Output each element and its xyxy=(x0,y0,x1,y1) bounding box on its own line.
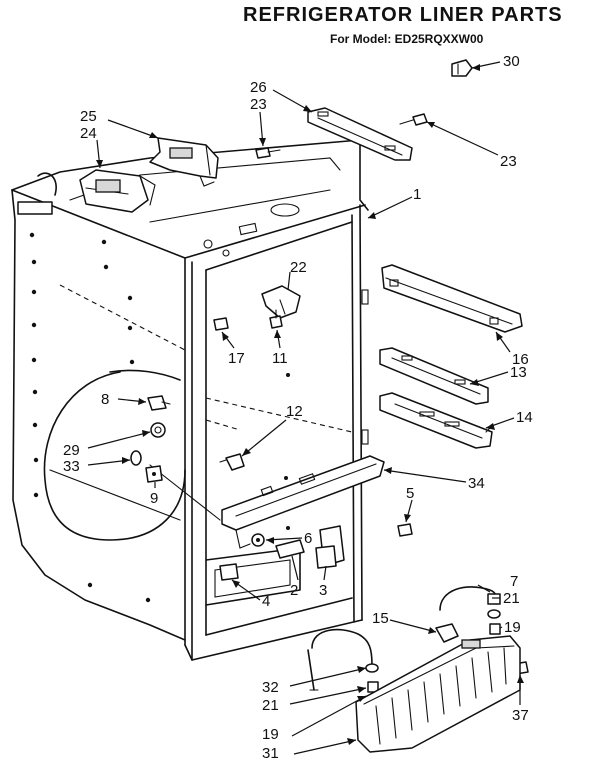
callout-8: 8 xyxy=(101,391,109,408)
callout-21-right: 21 xyxy=(503,590,520,607)
callout-6: 6 xyxy=(304,530,312,547)
callout-23-left: 23 xyxy=(250,96,267,113)
callout-33: 33 xyxy=(63,458,80,475)
side-wall-holes xyxy=(29,232,290,603)
drain-part-4 xyxy=(219,563,239,581)
shelf-rail-part-16 xyxy=(381,264,523,333)
model-subtitle: For Model: ED25RQXXW00 xyxy=(330,32,484,46)
callout-3: 3 xyxy=(319,582,327,599)
callout-13: 13 xyxy=(510,364,527,381)
callout-23-right: 23 xyxy=(500,153,517,170)
shelf-support-part-13 xyxy=(379,347,489,405)
callout-5: 5 xyxy=(406,485,414,502)
connector-part-7 xyxy=(487,593,501,605)
callout-15: 15 xyxy=(372,610,389,627)
callout-labels: 1 2 3 4 5 6 7 8 9 11 12 13 14 15 16 17 1… xyxy=(63,53,533,762)
fixture-part-2 xyxy=(275,539,305,559)
callout-29: 29 xyxy=(63,442,80,459)
clip-part-8 xyxy=(147,395,171,411)
bulb-part-33 xyxy=(130,450,142,466)
screw-part-6 xyxy=(251,533,265,547)
grommet-part-21-right xyxy=(487,609,501,619)
leader-lines xyxy=(87,61,524,755)
clip-part-12 xyxy=(219,453,245,471)
callout-26: 26 xyxy=(250,79,267,96)
callout-22: 22 xyxy=(290,259,307,276)
screw-part-23-left xyxy=(255,147,281,159)
callout-7: 7 xyxy=(510,573,518,590)
diagram-title: REFRIGERATOR LINER PARTS xyxy=(243,4,563,26)
wire-harness-part-32 xyxy=(307,628,373,691)
callout-12: 12 xyxy=(286,403,303,420)
shelf-support-part-14 xyxy=(379,392,493,449)
callout-31: 31 xyxy=(262,745,279,762)
lamp-part-15 xyxy=(435,623,459,643)
callout-24: 24 xyxy=(80,125,97,142)
plug-part-19-right xyxy=(489,623,501,635)
callout-14: 14 xyxy=(516,409,533,426)
callout-9: 9 xyxy=(150,490,158,507)
callout-37: 37 xyxy=(512,707,529,724)
callout-34: 34 xyxy=(468,475,485,492)
screw-part-11 xyxy=(269,309,283,329)
switch-part-9 xyxy=(145,465,163,483)
callout-30: 30 xyxy=(503,53,520,70)
callout-25: 25 xyxy=(80,108,97,125)
callout-16: 16 xyxy=(512,351,529,368)
control-housing-part-24 xyxy=(79,169,156,213)
screw-part-17 xyxy=(213,317,229,331)
liner-cabinet xyxy=(11,139,369,661)
bracket-part-3 xyxy=(315,525,345,569)
callout-11: 11 xyxy=(272,350,288,367)
crisper-cover-part-31 xyxy=(355,635,521,753)
top-rail-part-26 xyxy=(307,107,413,161)
grommet-part-21-left xyxy=(365,663,379,673)
callout-32: 32 xyxy=(262,679,279,696)
cover-support-part-34 xyxy=(221,455,385,549)
callout-2: 2 xyxy=(290,582,298,599)
callout-19-left: 19 xyxy=(262,726,279,743)
callout-21-left: 21 xyxy=(262,697,279,714)
callout-19-right: 19 xyxy=(504,619,521,636)
bulb-socket-part-29 xyxy=(150,422,166,438)
screw-part-23-right xyxy=(399,113,428,126)
bracket-part-22 xyxy=(261,285,301,319)
callout-17: 17 xyxy=(228,350,245,367)
callout-1: 1 xyxy=(413,186,421,203)
bracket-part-25 xyxy=(149,137,219,187)
screw-part-5 xyxy=(397,523,413,537)
clip-part-30 xyxy=(451,59,473,77)
callout-4: 4 xyxy=(262,593,270,610)
